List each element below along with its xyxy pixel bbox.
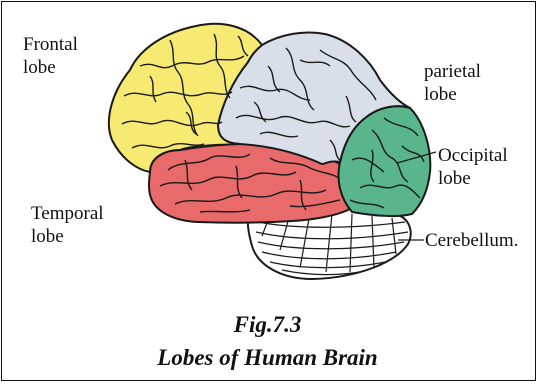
- cerebellum-label: Cerebellum.: [425, 229, 518, 252]
- figure-title: Lobes of Human Brain: [0, 345, 535, 371]
- temporal-label-line2: lobe: [31, 225, 104, 248]
- parietal-label-line1: parietal: [424, 60, 481, 83]
- frontal-label-line1: Frontal: [23, 33, 78, 56]
- figure-number: Fig.7.3: [0, 312, 535, 338]
- temporal-label-line1: Temporal: [31, 202, 104, 225]
- parietal-label-line2: lobe: [424, 83, 481, 106]
- temporal-label: Temporal lobe: [31, 202, 104, 248]
- parietal-label: parietal lobe: [424, 60, 481, 106]
- occipital-label-line2: lobe: [438, 167, 508, 190]
- frontal-label-line2: lobe: [23, 56, 78, 79]
- occipital-label: Occipital lobe: [438, 144, 508, 190]
- frontal-label: Frontal lobe: [23, 33, 78, 79]
- occipital-label-line1: Occipital: [438, 144, 508, 167]
